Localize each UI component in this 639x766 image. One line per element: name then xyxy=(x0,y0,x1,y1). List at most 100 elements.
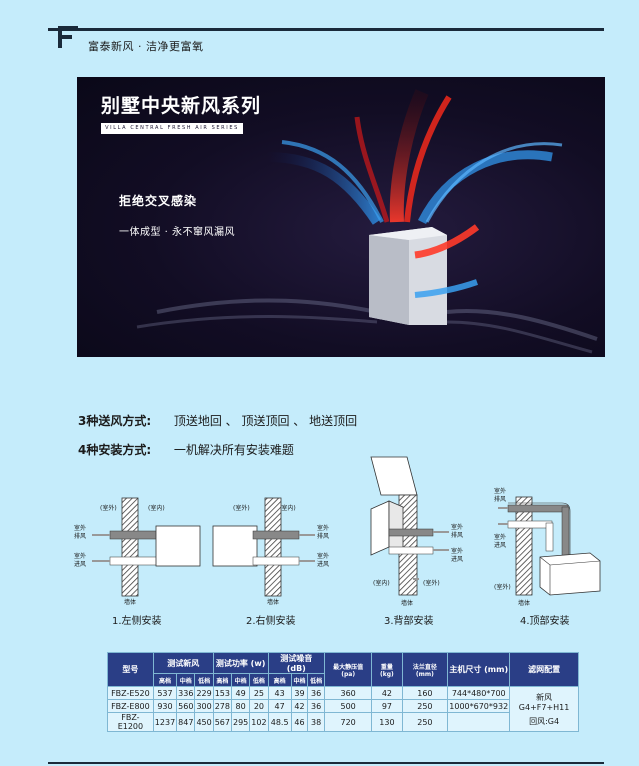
ventilation-unit xyxy=(155,525,201,567)
caption-right-install: 2.右侧安装 xyxy=(246,616,296,627)
wall-label: 墙体 xyxy=(267,598,279,606)
cell: 360 xyxy=(323,686,373,700)
cell: 42 xyxy=(371,686,403,700)
cell: 537 xyxy=(152,686,178,700)
cell: 560 xyxy=(176,699,196,713)
cell: 39 xyxy=(290,686,309,700)
cell: 450 xyxy=(194,712,214,732)
table-row: FBZ-E520 537 336 229 153 49 25 43 39 36 … xyxy=(107,686,579,732)
wall-top xyxy=(370,456,418,496)
cell: 295 xyxy=(230,712,251,732)
intake-label-1: 室外 xyxy=(451,547,463,555)
caption-top-install: 4.顶部安装 xyxy=(520,616,570,627)
cell: 847 xyxy=(176,712,196,732)
brand-slogan: 富泰新风 · 洁净更富氧 xyxy=(88,40,204,53)
install-modes: 4种安装方式: 一机解决所有安装难题 xyxy=(78,441,294,458)
th-mid: 中档 xyxy=(230,673,251,687)
cell: 930 xyxy=(152,699,178,713)
cell: 47 xyxy=(267,699,292,713)
cell-model: FBZ-E1200 xyxy=(107,712,154,732)
cell: 42 xyxy=(290,699,309,713)
cell-model: FBZ-E800 xyxy=(107,699,154,713)
cell: 36 xyxy=(307,699,325,713)
wall xyxy=(121,497,139,597)
exhaust-duct xyxy=(507,504,569,513)
ventilation-unit xyxy=(539,552,601,596)
intake-duct xyxy=(388,546,434,555)
intake-label-2: 进风 xyxy=(494,541,506,549)
cell: 102 xyxy=(249,712,269,732)
diagram-top-install: 室外 排风 室外 进风 (室外) 墙体 xyxy=(494,487,601,607)
cell: 153 xyxy=(212,686,233,700)
install-value: 一机解决所有安装难题 xyxy=(173,443,294,457)
airflow-value: 顶送地回 、 顶送顶回 、 地送顶回 xyxy=(173,414,358,428)
spec-table: 型号 测试新风 测试功率 (w) 测试噪音 (dB) 最大静压值 (pa) 重量… xyxy=(107,652,579,732)
wall-label: 墙体 xyxy=(124,598,136,606)
th-model: 型号 xyxy=(107,652,154,687)
th-mid: 中档 xyxy=(176,673,196,687)
bottom-rule xyxy=(48,762,604,764)
diagram-right-install: (室外) (室内) 室外 排风 室外 进风 墙体 xyxy=(212,497,329,606)
exhaust-label-1: 室外 xyxy=(74,524,86,532)
cell-model: FBZ-E520 xyxy=(107,686,154,700)
filter-fresh: 新风G4+F7+H11 xyxy=(518,692,570,712)
hero-title: 别墅中央新风系列 xyxy=(101,95,262,117)
hero-tagline: 一体成型 · 永不窜风漏风 xyxy=(119,227,236,238)
top-rule xyxy=(48,28,604,31)
ventilation-unit xyxy=(370,500,390,556)
cell: 300 xyxy=(194,699,214,713)
exhaust-duct-vertical xyxy=(561,506,570,558)
outdoor-label: (室外) xyxy=(494,583,511,591)
exhaust-label-1: 室外 xyxy=(317,524,329,532)
table-row: FBZ-E800 930 560 300 278 80 20 47 42 36 … xyxy=(107,699,579,713)
indoor-label: (室内) xyxy=(373,579,390,587)
cell: 1237 xyxy=(152,712,178,732)
cell: 130 xyxy=(371,712,403,732)
outdoor-label: (室外) xyxy=(233,504,250,512)
brand-logo xyxy=(58,26,78,48)
wall-label: 墙体 xyxy=(401,599,413,607)
exhaust-duct xyxy=(388,528,434,537)
intake-duct xyxy=(507,520,553,529)
intake-label-2: 进风 xyxy=(451,555,463,563)
th-weight: 重量 (kg) xyxy=(371,652,403,687)
th-noise: 测试噪音 (dB) xyxy=(267,652,325,674)
cell-filter: 新风G4+F7+H11 回风:G4 xyxy=(509,686,579,732)
th-low: 低档 xyxy=(194,673,214,687)
cell-size: 744*480*700 xyxy=(447,686,511,700)
cell: 48.5 xyxy=(267,712,292,732)
cell: 336 xyxy=(176,686,196,700)
exhaust-label-1: 室外 xyxy=(494,487,506,495)
wall xyxy=(264,497,282,597)
th-pressure: 最大静压值 (pa) xyxy=(323,652,373,687)
cell-size-empty xyxy=(447,712,511,732)
outdoor-label: (室外) xyxy=(100,504,117,512)
hero-subtitle: VILLA CENTRAL FRESH AIR SERIES xyxy=(101,123,243,134)
table-row: FBZ-E1200 1237 847 450 567 295 102 48.5 … xyxy=(107,712,579,732)
cell: 38 xyxy=(307,712,325,732)
exhaust-label-2: 排风 xyxy=(494,495,506,503)
cell: 500 xyxy=(323,699,373,713)
cell: 46 xyxy=(290,712,309,732)
intake-label-1: 室外 xyxy=(494,533,506,541)
exhaust-duct xyxy=(252,530,300,540)
outdoor-label: (室外) xyxy=(423,579,440,587)
hero-headline: 拒绝交叉感染 xyxy=(119,194,198,208)
cell: 20 xyxy=(249,699,269,713)
intake-label-2: 进风 xyxy=(74,560,86,568)
diagram-left-install: (室外) (室内) 室外 排风 室外 进风 墙体 xyxy=(74,497,201,606)
th-power: 测试功率 (w) xyxy=(212,652,269,674)
filter-return: 回风:G4 xyxy=(529,716,560,726)
airflow-modes: 3种送风方式: 顶送地回 、 顶送顶回 、 地送顶回 xyxy=(78,412,357,429)
th-filter: 滤网配置 xyxy=(509,652,579,687)
cell: 250 xyxy=(401,712,449,732)
exhaust-label-2: 排风 xyxy=(74,532,86,540)
indoor-label: (室内) xyxy=(279,504,296,512)
cell: 160 xyxy=(401,686,449,700)
cell: 229 xyxy=(194,686,214,700)
cell: 36 xyxy=(307,686,325,700)
intake-label-2: 进风 xyxy=(317,560,329,568)
cell: 80 xyxy=(230,699,251,713)
th-flange: 法兰直径 (mm) xyxy=(401,652,449,687)
exhaust-label-1: 室外 xyxy=(451,523,463,531)
